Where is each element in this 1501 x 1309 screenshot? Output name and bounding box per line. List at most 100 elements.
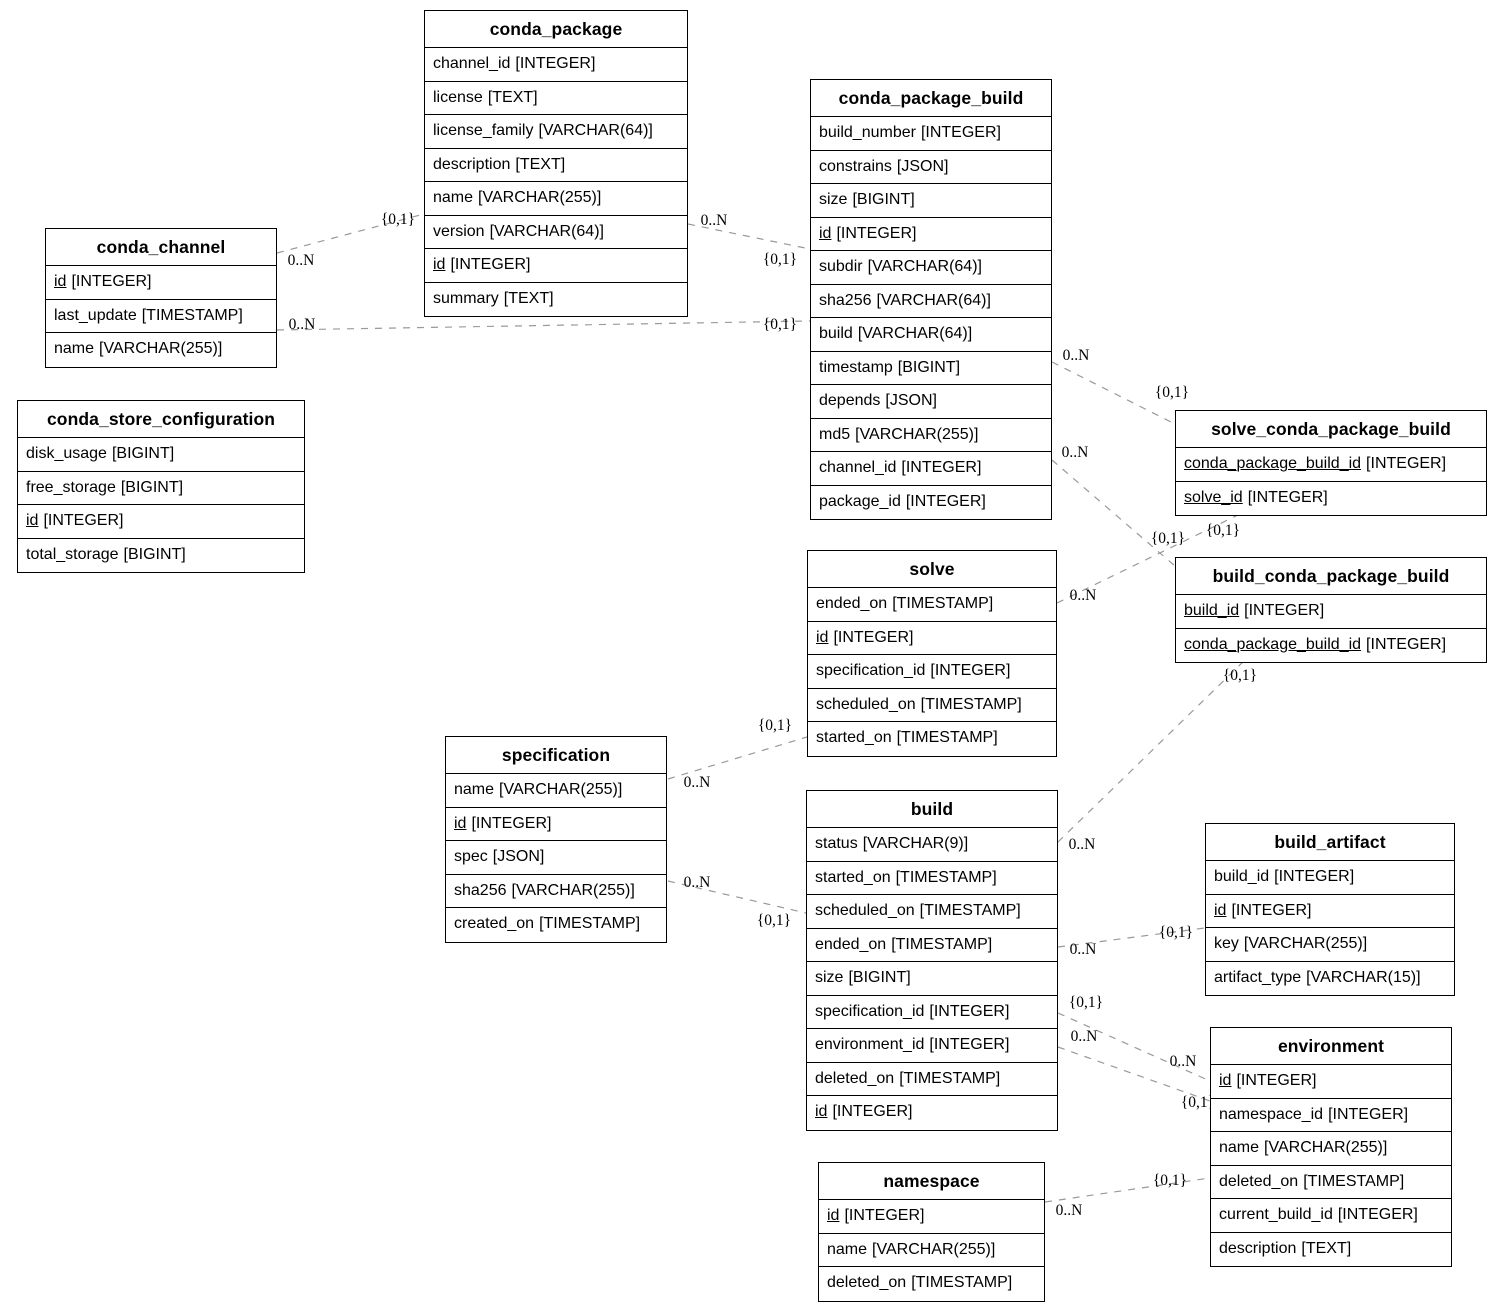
field-row: current_build_id[INTEGER]: [1211, 1198, 1451, 1232]
field-type: [JSON]: [896, 157, 949, 175]
field-type: [INTEGER]: [930, 662, 1011, 680]
field-row: name[VARCHAR(255)]: [446, 773, 666, 807]
primary-key-field-name: id: [815, 1103, 828, 1121]
field-row: name[VARCHAR(255)]: [46, 332, 276, 366]
cardinality-label-specification-build-from_card: 0..N: [683, 874, 711, 891]
field-type: [INTEGER]: [832, 1103, 913, 1121]
field-type: [TIMESTAMP]: [892, 595, 994, 613]
field-name: created_on: [454, 915, 535, 933]
cardinality-label-namespace-environment-from_card: 0..N: [1055, 1202, 1083, 1219]
primary-key-field-name: id: [827, 1207, 840, 1225]
primary-key-field-name: id: [26, 512, 39, 530]
field-type: [TEXT]: [487, 88, 538, 106]
cardinality-label-specification-build-to_card: {0,1}: [756, 912, 792, 929]
field-name: environment_id: [815, 1036, 925, 1054]
primary-key-field-name: id: [816, 628, 829, 646]
field-type: [INTEGER]: [1247, 488, 1328, 506]
cardinality-label-conda_package_build-build_conda_package_build-from_card: 0..N: [1061, 444, 1089, 461]
field-type: [TIMESTAMP]: [899, 1069, 1001, 1087]
field-type: [INTEGER]: [71, 273, 152, 291]
field-type: [TIMESTAMP]: [891, 935, 993, 953]
field-row: subdir[VARCHAR(64)]: [811, 250, 1051, 284]
field-type: [BIGINT]: [848, 969, 911, 987]
field-type: [BIGINT]: [852, 191, 915, 209]
entity-title: build_artifact: [1274, 831, 1386, 852]
field-name: disk_usage: [26, 445, 107, 463]
field-type: [VARCHAR(64)]: [867, 258, 982, 276]
field-row: name[VARCHAR(255)]: [819, 1232, 1044, 1267]
field-type: [INTEGER]: [905, 492, 986, 510]
field-row: name[VARCHAR(255)]: [1211, 1131, 1451, 1165]
entity-title: solve: [909, 558, 955, 579]
entity-title: specification: [501, 744, 611, 765]
field-type: [INTEGER]: [1366, 455, 1447, 473]
field-type: [TEXT]: [503, 289, 554, 307]
entity-title: build: [910, 798, 954, 819]
field-type: [VARCHAR(15)]: [1306, 968, 1421, 986]
entity-title: solve_conda_package_build: [1211, 418, 1451, 439]
field-row: deleted_on[TIMESTAMP]: [819, 1266, 1044, 1300]
cardinality-label-build-environment-from_card: 0..N: [1070, 1028, 1098, 1045]
field-type: [INTEGER]: [1231, 901, 1312, 919]
field-row: description[TEXT]: [1211, 1231, 1451, 1266]
cardinality-label-solve-solve_conda_package_build-to_card: {0,1}: [1205, 522, 1241, 539]
field-type: [INTEGER]: [450, 256, 531, 274]
field-name: build_number: [819, 124, 916, 142]
field-name: key: [1214, 935, 1239, 953]
field-type: [JSON]: [885, 392, 937, 410]
field-name: channel_id: [819, 459, 897, 477]
field-name: scheduled_on: [815, 902, 915, 920]
field-type: [VARCHAR(64)]: [876, 291, 991, 309]
field-type: [INTEGER]: [43, 512, 124, 530]
field-type: [INTEGER]: [920, 124, 1001, 142]
relationship-line-specification-solve: [667, 736, 808, 780]
field-row: id[INTEGER]: [807, 1095, 1057, 1129]
field-row: ended_on[TIMESTAMP]: [807, 927, 1057, 962]
field-name: build_id: [1214, 868, 1270, 886]
field-type: [INTEGER]: [1337, 1206, 1418, 1224]
field-row: id[INTEGER]: [808, 620, 1056, 655]
field-row: specification_id[INTEGER]: [807, 994, 1057, 1029]
field-name: name: [827, 1240, 868, 1258]
relationship-line-conda_channel-conda_package_build: [276, 320, 811, 331]
field-row: last_update[TIMESTAMP]: [46, 298, 276, 333]
field-name: artifact_type: [1214, 968, 1302, 986]
field-row: id[INTEGER]: [46, 265, 276, 299]
field-type: [VARCHAR(255)]: [855, 425, 979, 443]
cardinality-label-build-environment-to_card: 0..N: [1169, 1053, 1197, 1070]
field-type: [VARCHAR(255)]: [499, 781, 623, 799]
cardinality-label-build-environment-to_card: {0,1}: [1180, 1094, 1216, 1111]
field-row: deleted_on[TIMESTAMP]: [807, 1061, 1057, 1096]
field-type: [BIGINT]: [123, 545, 186, 563]
primary-key-field-name: id: [454, 814, 467, 832]
field-row: version[VARCHAR(64)]: [425, 214, 687, 249]
field-row: channel_id[INTEGER]: [425, 47, 687, 81]
field-name: deleted_on: [815, 1069, 895, 1087]
cardinality-label-specification-solve-from_card: 0..N: [683, 774, 711, 791]
field-row: timestamp[BIGINT]: [811, 350, 1051, 385]
field-type: [VARCHAR(255)]: [1264, 1139, 1388, 1157]
field-type: [TIMESTAMP]: [539, 915, 641, 933]
field-name: deleted_on: [1219, 1172, 1299, 1190]
field-type: [TIMESTAMP]: [895, 868, 997, 886]
field-type: [INTEGER]: [1236, 1072, 1317, 1090]
field-name: size: [819, 191, 848, 209]
field-row: constrains[JSON]: [811, 149, 1051, 184]
field-type: [INTEGER]: [844, 1207, 925, 1225]
field-type: [VARCHAR(255)]: [99, 340, 223, 358]
field-row: package_id[INTEGER]: [811, 484, 1051, 519]
field-name: ended_on: [816, 595, 888, 613]
field-name: sha256: [819, 291, 872, 309]
field-row: solve_id[INTEGER]: [1176, 480, 1486, 515]
field-row: md5[VARCHAR(255)]: [811, 417, 1051, 452]
cardinality-label-conda_package_build-solve_conda_package_build-to_card: {0,1}: [1154, 384, 1190, 401]
field-row: build_id[INTEGER]: [1206, 860, 1454, 894]
field-name: constrains: [819, 157, 892, 175]
field-row: id[INTEGER]: [819, 1199, 1044, 1233]
field-row: created_on[TIMESTAMP]: [446, 907, 666, 941]
